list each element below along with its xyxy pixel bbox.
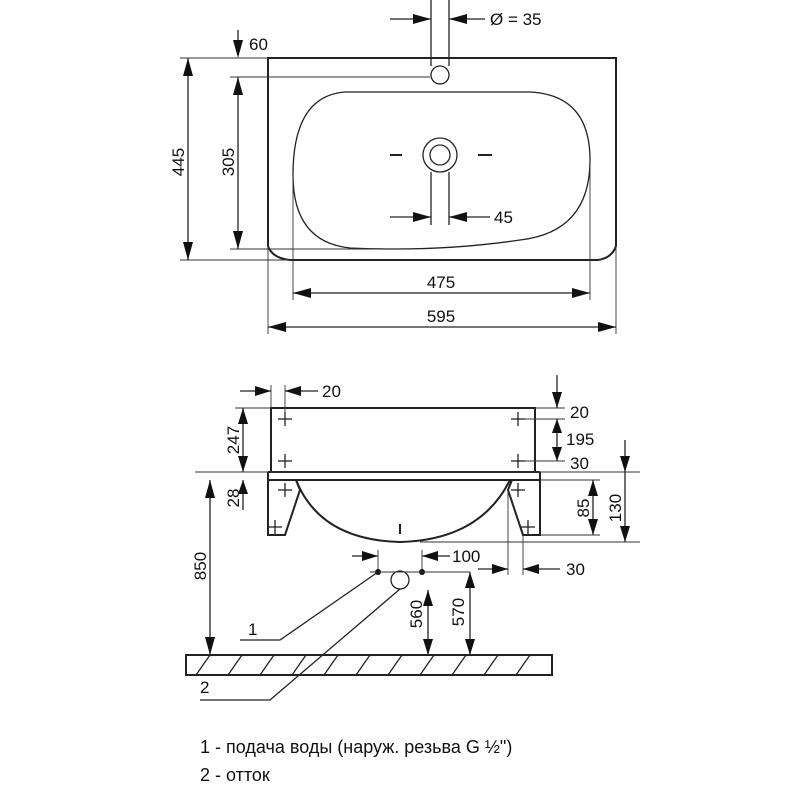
- arrow: [465, 639, 475, 655]
- arrow: [423, 590, 433, 606]
- drain-outer: [422, 137, 458, 173]
- arrow: [233, 77, 243, 95]
- arrow: [238, 480, 248, 494]
- legend-item-2: 2 - отток: [200, 765, 270, 785]
- dim-570-label: 570: [449, 598, 468, 626]
- arrow: [255, 386, 271, 396]
- faucet-hole: [430, 65, 450, 85]
- arrow: [422, 551, 438, 561]
- legend-item-1: 1 - подача воды (наруж. резьва G ½"): [200, 737, 512, 757]
- arrow: [238, 456, 248, 472]
- dim-850-label: 850: [191, 552, 210, 580]
- dim-560-label: 560: [407, 600, 426, 628]
- arrow: [233, 40, 243, 58]
- arrow: [552, 392, 562, 408]
- arrow: [183, 58, 193, 76]
- basin-outline: [267, 57, 617, 261]
- dim-100-label: 100: [452, 547, 480, 566]
- dim-30-lower-label: 30: [566, 560, 585, 579]
- front-view: 20 247 28 20 195 30 85: [185, 375, 640, 701]
- arrow: [238, 408, 248, 424]
- dim-60-label: 60: [249, 35, 268, 54]
- arrow: [572, 288, 590, 298]
- dim-475-label: 475: [427, 273, 455, 292]
- callout-leader-2: [200, 588, 401, 701]
- arrow: [492, 564, 508, 574]
- arrow: [293, 288, 311, 298]
- arrow: [620, 526, 630, 542]
- diameter-label: Ø = 35: [490, 10, 542, 29]
- arrow: [423, 639, 433, 655]
- dim-45-label: 45: [494, 208, 513, 227]
- drain-outlet: [390, 570, 410, 590]
- bowl-profile: [295, 479, 511, 544]
- callout-1: 1: [248, 620, 257, 639]
- arrow: [588, 480, 598, 496]
- floor: [185, 654, 553, 676]
- arrow: [268, 322, 286, 332]
- dim-305-label: 305: [219, 148, 238, 176]
- arrow: [449, 212, 467, 222]
- arrow: [588, 519, 598, 535]
- callout-leader-1: [240, 571, 379, 641]
- arrow: [449, 14, 467, 24]
- arrow: [552, 447, 562, 461]
- arrow: [413, 14, 431, 24]
- dim-20-top-label: 20: [322, 382, 341, 401]
- floor-hatch: [195, 654, 531, 676]
- dim-130-label: 130: [606, 494, 625, 522]
- back-panel: [270, 407, 536, 473]
- arrow: [285, 386, 301, 396]
- dim-445-label: 445: [169, 148, 188, 176]
- dim-28-label: 28: [224, 489, 243, 508]
- dim-30-upper-label: 30: [570, 454, 589, 473]
- arrow: [465, 572, 475, 588]
- arrow: [233, 231, 243, 249]
- arrow: [523, 564, 539, 574]
- dim-20-right-label: 20: [570, 403, 589, 422]
- dim-595-label: 595: [427, 307, 455, 326]
- right-bracket: [506, 472, 541, 536]
- arrow: [205, 480, 215, 498]
- callout-2: 2: [200, 678, 209, 697]
- arrow: [362, 551, 378, 561]
- arrow: [413, 212, 431, 222]
- mount-points: [268, 412, 535, 534]
- arrow: [183, 242, 193, 260]
- dim-195-label: 195: [566, 430, 594, 449]
- arrow: [205, 637, 215, 655]
- bowl-outline: [292, 91, 591, 250]
- top-view: Ø = 35 60 445 305 45 475: [169, 0, 617, 334]
- arrow: [620, 456, 630, 472]
- left-bracket: [267, 472, 302, 536]
- arrow: [552, 419, 562, 433]
- arrow: [598, 322, 616, 332]
- dim-85-label: 85: [574, 499, 593, 518]
- legend: 1 - подача воды (наруж. резьва G ½") 2 -…: [200, 737, 512, 785]
- drain-inner: [429, 144, 451, 166]
- dim-247-label: 247: [224, 426, 243, 454]
